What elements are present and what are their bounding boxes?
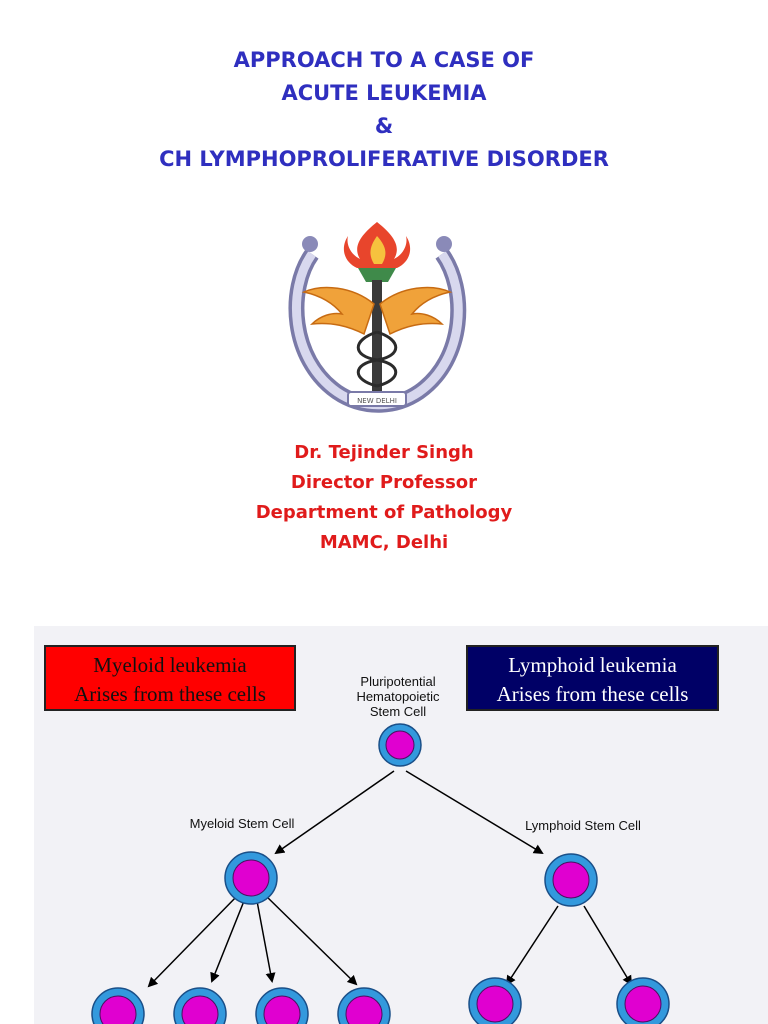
lymphoid-box-line-2: Arises from these cells — [496, 682, 689, 706]
lineage-tree — [91, 723, 670, 1024]
myeloid-box-line-2: Arises from these cells — [74, 682, 266, 706]
myeloid-progeny-cell — [91, 987, 145, 1024]
arrow-root-to-myeloid — [274, 770, 395, 855]
lymphoid-progeny-cell — [468, 977, 522, 1024]
pluri-label-line-3: Stem Cell — [369, 704, 427, 719]
title-line-1: APPROACH TO A CASE OF — [233, 48, 535, 72]
myeloid-stem-cell — [224, 851, 278, 905]
arrow-myeloid-3 — [256, 900, 276, 983]
author-position: Director Professor — [290, 472, 478, 493]
document-title: APPROACH TO A CASE OF ACUTE LEUKEMIA & C… — [0, 44, 768, 176]
pluripotential-cell — [378, 723, 422, 767]
lymphoid-progeny-cell — [616, 977, 670, 1024]
pluripotential-label: Pluripotential Hematopoietic Stem Cell — [338, 674, 458, 719]
myeloid-progeny-cell — [255, 987, 309, 1024]
lymphoid-stem-cell — [544, 853, 598, 907]
author-institution: MAMC, Delhi — [319, 532, 449, 553]
lymphoid-box-line-1: Lymphoid leukemia — [508, 653, 677, 677]
arrow-lymphoid-2 — [583, 905, 633, 986]
lymphoid-stem-cell-label: Lymphoid Stem Cell — [525, 818, 641, 833]
seal-bottom-text: NEW DELHI — [357, 397, 397, 405]
arrow-myeloid-2 — [210, 900, 245, 983]
college-seal-graphic: NEW DELHI — [288, 222, 467, 413]
myeloid-box-line-1: Myeloid leukemia — [93, 653, 247, 677]
pluri-label-line-1: Pluripotential — [360, 674, 436, 689]
author-name: Dr. Tejinder Singh — [294, 442, 474, 463]
myeloid-progeny-cell — [337, 987, 391, 1024]
arrow-lymphoid-1 — [505, 905, 559, 986]
title-line-2: ACUTE LEUKEMIA — [281, 81, 487, 105]
arrow-myeloid-4 — [263, 893, 358, 986]
lymphoid-leukemia-box: Lymphoid leukemia Arises from these cell… — [466, 645, 719, 711]
arrow-myeloid-1 — [147, 893, 240, 988]
title-line-4: CH LYMPHOPROLIFERATIVE DISORDER — [159, 147, 609, 171]
myeloid-progeny-cell — [173, 987, 227, 1024]
myeloid-stem-cell-label: Myeloid Stem Cell — [189, 816, 295, 831]
hematopoiesis-diagram: Myeloid leukemia Arises from these cells… — [34, 626, 768, 1024]
author-block: Dr. Tejinder Singh Director Professor De… — [0, 438, 768, 558]
myeloid-leukemia-box: Myeloid leukemia Arises from these cells — [44, 645, 296, 711]
college-seal-icon: NEW DELHI — [282, 214, 472, 414]
title-line-3: & — [374, 114, 394, 138]
pluri-label-line-2: Hematopoietic — [356, 689, 440, 704]
arrow-root-to-lymphoid — [405, 770, 544, 855]
author-department: Department of Pathology — [255, 502, 513, 523]
